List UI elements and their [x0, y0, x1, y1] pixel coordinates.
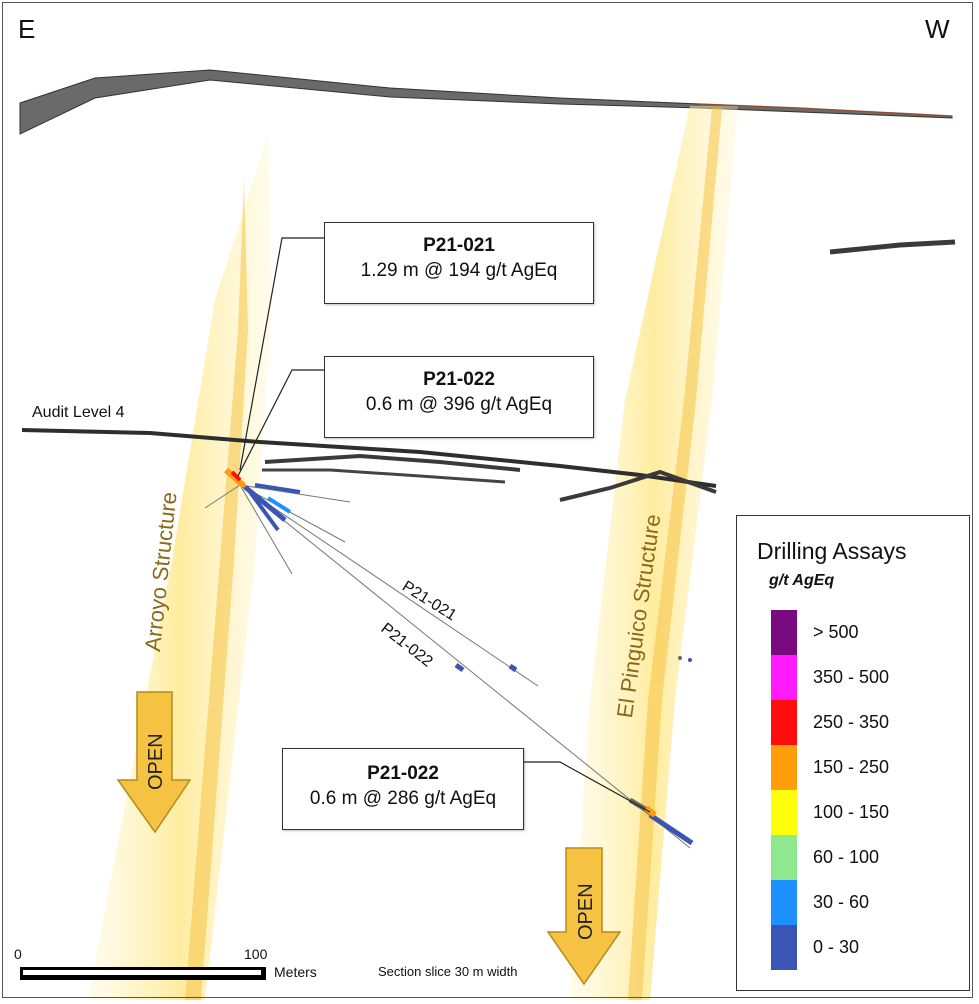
legend-class-label: 350 - 500	[813, 667, 890, 687]
callout-assay: 0.6 m @ 286 g/t AgEq	[309, 788, 497, 809]
legend-class-label: 60 - 100	[813, 847, 880, 867]
east-direction-label: E	[18, 14, 36, 44]
open-label-arroyo: OPEN	[145, 733, 167, 790]
scale-end-label: 100	[244, 946, 268, 962]
callout-p21-022-upper: P21-022 0.6 m @ 396 g/t AgEq	[324, 356, 594, 438]
open-arrow-arroyo	[116, 691, 192, 834]
callout-assay: 1.29 m @ 194 g/t AgEq	[360, 260, 558, 281]
legend-swatch	[771, 925, 797, 970]
legend-swatch	[771, 610, 797, 655]
legend-class-label: 150 - 250	[813, 757, 890, 777]
legend-title: Drilling Assays	[757, 538, 907, 564]
legend-class-label: 100 - 150	[813, 802, 890, 822]
legend-swatch	[771, 880, 797, 925]
upper-working	[829, 239, 956, 255]
legend-class-label: 30 - 60	[813, 892, 870, 912]
legend-class-label: 0 - 30	[813, 937, 860, 957]
callout-p21-021: P21-021 1.29 m @ 194 g/t AgEq	[324, 222, 594, 304]
legend-swatch	[771, 790, 797, 835]
callout-hole-id: P21-022	[423, 369, 495, 390]
legend-unit: g/t AgEq	[769, 572, 835, 589]
level-working-2	[264, 453, 521, 472]
callout-assay: 0.6 m @ 396 g/t AgEq	[365, 394, 553, 415]
topography-surface	[19, 69, 953, 135]
scale-unit-label: Meters	[274, 964, 317, 980]
callout-hole-id: P21-021	[423, 235, 495, 256]
callout-hole-id: P21-022	[367, 763, 439, 784]
assay-legend: Drilling Assays g/t AgEq > 500 350 - 500 2…	[736, 515, 970, 991]
legend-swatch	[771, 745, 797, 790]
legend-swatch	[771, 655, 797, 700]
section-note: Section slice 30 m width	[378, 964, 518, 979]
callout-leaders	[237, 237, 651, 813]
legend-class-label: > 500	[813, 622, 859, 642]
scale-start-label: 0	[14, 946, 22, 962]
west-direction-label: W	[925, 14, 950, 44]
open-label-pinguico: OPEN	[575, 883, 597, 940]
pinguico-structure-core	[628, 108, 722, 1000]
legend-swatch	[771, 835, 797, 880]
scale-bar	[20, 967, 266, 980]
level-working-4	[559, 469, 717, 502]
arroyo-structure-core	[185, 180, 248, 1000]
legend-class-label: 250 - 350	[813, 712, 890, 732]
legend-swatch	[771, 700, 797, 745]
audit-level-4	[21, 428, 717, 488]
topography-highlight	[699, 103, 953, 117]
audit-level-label: Audit Level 4	[32, 404, 125, 421]
open-arrow-pinguico	[546, 847, 622, 986]
level-working-3	[262, 468, 506, 484]
callout-p21-022-lower: P21-022 0.6 m @ 286 g/t AgEq	[282, 748, 524, 830]
